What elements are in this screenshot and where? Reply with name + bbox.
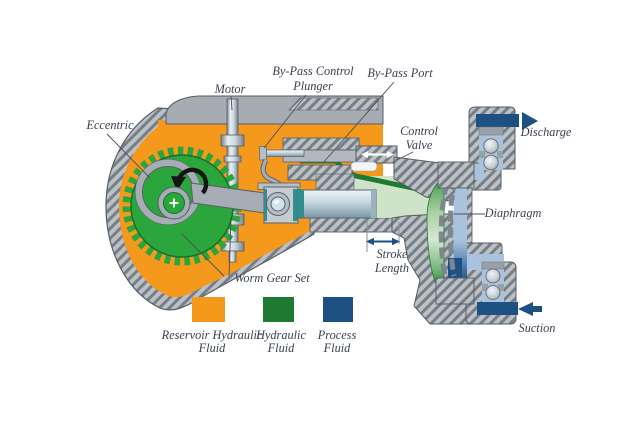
legend-swatch-hydraulic (263, 297, 294, 322)
leader-worm-gear-a (181, 233, 225, 277)
check-ball (485, 285, 501, 300)
diaphragm-lens (426, 177, 445, 291)
piston (297, 189, 377, 219)
motor-housing (165, 95, 384, 125)
leader-control-valve (396, 151, 414, 161)
rotation-arrow-icon (171, 167, 209, 195)
label-bypass-plunger-line2: Plunger (292, 79, 333, 93)
svg-text:Hydraulic: Hydraulic (255, 328, 306, 342)
diaphragm-assembly (426, 161, 475, 305)
leader-motor (230, 95, 233, 111)
check-ball (483, 138, 499, 154)
discharge-port (476, 114, 519, 127)
eccentric-hub (157, 186, 191, 220)
leader-bypass-plunger (263, 94, 307, 149)
diaphragm-plate (447, 185, 457, 277)
label-suction: Suction (519, 321, 556, 335)
svg-text:Reservoir Hydraulic: Reservoir Hydraulic (161, 328, 263, 342)
control-valve-block (350, 145, 398, 172)
label-diaphragm: Diaphragm (484, 206, 542, 220)
label-worm-gear-set: Worm Gear Set (234, 271, 310, 285)
legend-swatch-process (323, 297, 353, 322)
suction-arrow-icon (518, 302, 533, 316)
legend-item-hydraulic-fluid: Hydraulic Fluid (255, 297, 306, 355)
label-bypass-port: By-Pass Port (367, 66, 433, 80)
svg-text:Fluid: Fluid (323, 341, 351, 355)
hub-cross-icon (169, 198, 179, 208)
legend: Reservoir Hydraulic Fluid Hydraulic Flui… (161, 297, 357, 355)
diaphragm-clamp-top (437, 161, 475, 189)
svg-text:Process: Process (317, 328, 357, 342)
control-valve-arrow-icon (361, 151, 394, 158)
leader-eccentric (106, 133, 151, 179)
label-motor: Motor (214, 82, 246, 96)
label-eccentric: Eccentric (85, 118, 134, 132)
check-valves (478, 126, 505, 300)
svg-text:Fluid: Fluid (267, 341, 295, 355)
leader-lines (106, 81, 485, 277)
label-control-valve-line2: Valve (406, 138, 433, 152)
diaphragm-plate (438, 183, 450, 281)
check-ball (483, 154, 499, 171)
process-fluid-ports (448, 112, 542, 316)
label-stroke-length-line2: Length (374, 261, 409, 275)
label-control-valve-line1: Control (400, 124, 438, 138)
diaphragm-clamp-bottom (435, 277, 475, 305)
leader-bypass-port (322, 81, 395, 164)
stroke-length-dimension (366, 220, 400, 252)
stroke-length-arrow-icon (366, 237, 400, 246)
leader-worm-gear-b (228, 218, 232, 277)
label-discharge: Discharge (520, 125, 572, 139)
discharge-arrow-icon (522, 112, 538, 130)
legend-swatch-reservoir (192, 297, 225, 322)
cylinder-bottom-wall (309, 217, 395, 233)
suction-port (477, 302, 518, 315)
check-ball (485, 268, 501, 284)
label-bypass-plunger-line1: By-Pass Control (272, 64, 354, 78)
svg-text:Fluid: Fluid (198, 341, 226, 355)
wrist-pin (266, 192, 290, 216)
legend-item-process-fluid: Process Fluid (317, 297, 357, 355)
label-stroke-length-line1: Stroke (377, 247, 409, 261)
legend-item-reservoir-hydraulic-fluid: Reservoir Hydraulic Fluid (161, 297, 263, 355)
